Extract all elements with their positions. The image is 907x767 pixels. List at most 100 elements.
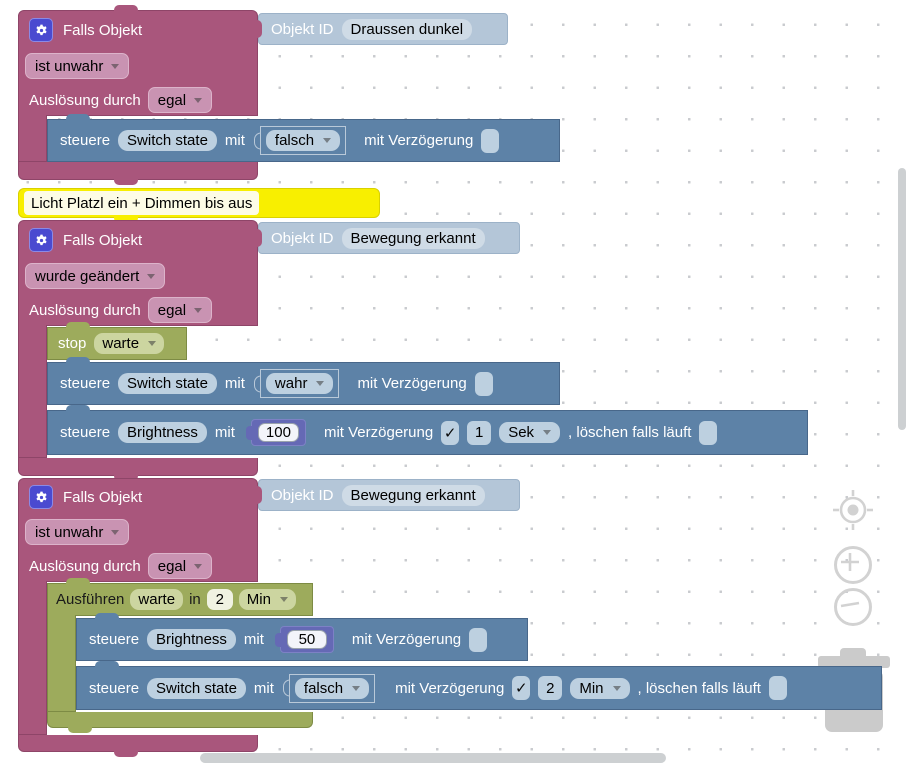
action-block-set-brightness-50[interactable]: steuere Brightness mit 50 mit Verzögerun…: [76, 613, 528, 661]
timer-name-dropdown[interactable]: warte: [94, 333, 165, 354]
dropdown-arrow-icon: [111, 63, 120, 69]
gear-icon[interactable]: [29, 228, 53, 252]
trigger-dropdown[interactable]: egal: [147, 297, 213, 323]
zoom-in-icon[interactable]: [834, 546, 872, 584]
previous-connection-notch: [66, 114, 90, 121]
number-block[interactable]: 100: [245, 419, 306, 446]
action-lead-label: steuere: [89, 679, 140, 697]
delay-checkbox[interactable]: ✓: [441, 420, 460, 445]
target-oid-field[interactable]: Switch state: [118, 373, 217, 394]
object-id-field[interactable]: Bewegung erkannt: [341, 484, 485, 506]
object-id-label: Objekt ID: [271, 229, 334, 247]
delay-label: mit Verzögerung: [351, 631, 462, 648]
trigger-dropdown[interactable]: egal: [147, 553, 213, 579]
clear-running-checkbox[interactable]: [768, 676, 787, 700]
clear-running-label: , löschen falls läuft: [637, 679, 761, 697]
object-id-field[interactable]: Bewegung erkannt: [341, 227, 485, 249]
center-view-icon[interactable]: [829, 486, 877, 534]
dropdown-arrow-icon: [543, 430, 552, 435]
mit-label: mit: [253, 679, 274, 697]
timer-unit-dropdown[interactable]: Min: [238, 589, 296, 610]
value-socket: falsch: [259, 126, 347, 155]
clear-running-checkbox[interactable]: [699, 420, 718, 445]
number-block[interactable]: 50: [274, 626, 334, 653]
rule-block-2[interactable]: Falls Objekt wurde geändert Auslösung du…: [18, 220, 258, 326]
previous-connection-notch: [95, 613, 119, 620]
rule-3-spine: [18, 581, 47, 735]
vertical-scrollbar[interactable]: [898, 168, 906, 430]
delay-checkbox[interactable]: [481, 128, 500, 153]
object-id-label: Objekt ID: [271, 20, 334, 38]
condition-dropdown[interactable]: ist unwahr: [25, 519, 130, 545]
value-dropdown[interactable]: falsch: [294, 677, 370, 699]
rule-block-1[interactable]: Falls Objekt ist unwahr Auslösung durch …: [18, 5, 258, 116]
dropdown-arrow-icon: [279, 597, 288, 602]
previous-connection-notch: [66, 357, 90, 364]
gear-icon[interactable]: [29, 18, 53, 42]
action-block-set-brightness-100[interactable]: steuere Brightness mit 100 mit Verzögeru…: [47, 405, 808, 455]
dropdown-arrow-icon: [194, 307, 203, 313]
comment-block[interactable]: Licht Platzl ein + Dimmen bis aus: [18, 188, 380, 223]
rule-block-3[interactable]: Falls Objekt ist unwahr Auslösung durch …: [18, 478, 258, 582]
rule-2-bottom: [18, 458, 258, 481]
delay-checkbox[interactable]: ✓: [512, 676, 531, 700]
object-id-label: Objekt ID: [271, 486, 334, 504]
rule-2-spine: [18, 325, 47, 458]
action-lead-label: steuere: [60, 424, 111, 441]
delay-number-field[interactable]: 1: [467, 420, 492, 445]
mit-label: mit: [224, 375, 245, 392]
trash-lid: [818, 656, 890, 668]
comment-text[interactable]: Licht Platzl ein + Dimmen bis aus: [24, 191, 260, 215]
timer-number-field[interactable]: 2: [206, 589, 233, 610]
mit-label: mit: [224, 132, 245, 149]
object-id-block[interactable]: Objekt ID Draussen dunkel: [258, 13, 508, 45]
condition-dropdown[interactable]: ist unwahr: [25, 53, 130, 79]
delay-label: mit Verzögerung: [323, 424, 434, 441]
value-dropdown[interactable]: falsch: [265, 130, 341, 151]
zoom-out-icon[interactable]: [834, 588, 872, 626]
condition-dropdown[interactable]: wurde geändert: [25, 263, 166, 289]
dropdown-arrow-icon: [111, 529, 120, 535]
timeout-lead-label: Ausführen: [56, 591, 125, 608]
delay-unit-dropdown[interactable]: Min: [570, 677, 630, 699]
horizontal-scrollbar[interactable]: [200, 753, 666, 763]
target-oid-field[interactable]: Brightness: [147, 629, 236, 650]
action-block-set-switch-falsch[interactable]: steuere Switch state mit falsch mit Verz…: [47, 114, 560, 162]
value-connector-tab: [252, 486, 262, 504]
action-block-set-switch-wahr[interactable]: steuere Switch state mit wahr mit Verzög…: [47, 357, 560, 405]
dropdown-arrow-icon: [612, 685, 621, 691]
value-socket: wahr: [259, 369, 340, 398]
target-oid-field[interactable]: Switch state: [147, 677, 246, 699]
object-id-block[interactable]: Objekt ID Bewegung erkannt: [258, 222, 520, 254]
timeout-block-bottom: [47, 712, 313, 733]
stop-timer-block[interactable]: stop warte: [47, 322, 187, 360]
previous-connection-notch: [114, 5, 138, 12]
mit-label: mit: [214, 424, 235, 441]
delay-unit-dropdown[interactable]: Sek: [499, 422, 561, 443]
dropdown-arrow-icon: [147, 273, 156, 279]
timer-name-field[interactable]: warte: [130, 589, 184, 610]
next-connection-tab: [68, 726, 92, 733]
action-block-set-switch-falsch-delayed[interactable]: steuere Switch state mit falsch mit Verz…: [76, 661, 882, 710]
rule-3-bottom: [18, 735, 258, 757]
delay-label: mit Verzögerung: [395, 679, 505, 697]
delay-checkbox[interactable]: [469, 627, 488, 652]
timeout-block-header[interactable]: Ausführen warte in 2 Min: [47, 578, 313, 616]
rule-1-bottom: [18, 162, 258, 185]
object-id-block[interactable]: Objekt ID Bewegung erkannt: [258, 479, 520, 511]
delay-checkbox[interactable]: [474, 371, 493, 396]
in-label: in: [189, 591, 201, 608]
previous-connection-notch: [66, 405, 90, 412]
stop-lead-label: stop: [58, 335, 87, 352]
value-dropdown[interactable]: wahr: [265, 373, 334, 394]
clear-running-label: , löschen falls läuft: [568, 424, 692, 441]
trigger-dropdown[interactable]: egal: [147, 87, 213, 113]
target-oid-field[interactable]: Brightness: [118, 422, 207, 443]
number-field[interactable]: 100: [257, 423, 299, 442]
gear-icon[interactable]: [29, 485, 53, 509]
delay-number-field[interactable]: 2: [538, 676, 563, 700]
target-oid-field[interactable]: Switch state: [118, 130, 217, 151]
object-id-field[interactable]: Draussen dunkel: [341, 18, 473, 40]
number-field[interactable]: 50: [286, 630, 327, 649]
